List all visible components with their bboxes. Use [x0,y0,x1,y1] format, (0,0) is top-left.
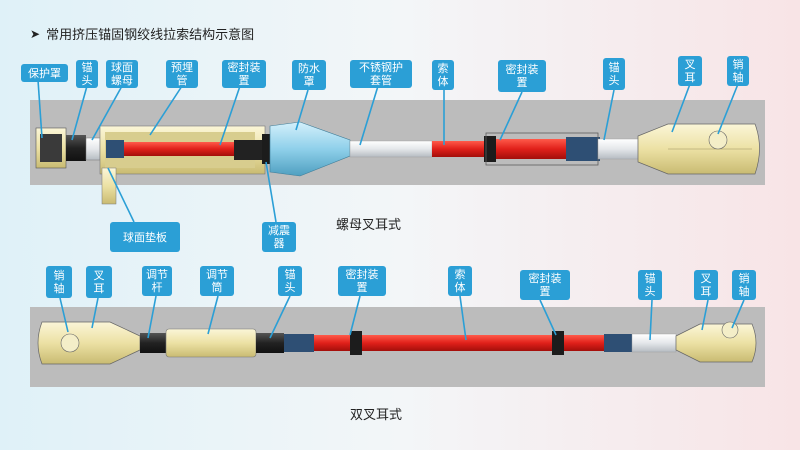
cable-body-bottom-shape [362,335,552,351]
label-fork-ear-right: 叉 耳 [694,270,718,300]
seal-right-shape [552,331,564,355]
label-pin: 销 轴 [727,56,749,86]
label-anchor-head-left: 锚 头 [278,266,302,296]
label-anchor-head: 锚 头 [76,60,98,88]
anchor-head-left-shape [256,333,284,353]
seal-shape-right [496,139,566,159]
pin-shape [708,130,728,150]
label-waterproof-cover: 防水 罩 [292,60,326,90]
top-cable-assembly [35,121,760,205]
label-seal: 密封装 置 [222,60,266,88]
label-ball-washer: 球面垫板 [110,222,180,252]
label-protective-cover: 保护罩 [21,64,68,82]
label-damper: 减震 器 [262,222,296,252]
page-title-row: ➤ 常用挤压锚固钢绞线拉索结构示意图 [30,24,255,44]
anchor-head-shape [66,135,86,161]
pin-left-shape [60,333,80,353]
label-pin-right: 销 轴 [732,270,756,300]
label-seal-right: 密封装 置 [520,270,570,300]
label-anchor-head-right: 锚 头 [638,270,662,300]
label-adjust-tube: 调节 筒 [200,266,234,296]
label-seal-left: 密封装 置 [338,266,386,296]
top-leader-lines [37,79,739,223]
label-ball-nut: 球面 螺母 [106,60,138,88]
label-seal-2: 密封装 置 [498,60,546,92]
stainless-sleeve-shape [349,140,433,158]
fork-ear-left-shape [37,321,141,365]
label-embedded-pipe: 预埋 管 [166,60,198,88]
adjust-tube-shape [165,328,257,358]
bottom-diagram-caption: 双叉耳式 [350,408,403,423]
ball-nut-shape [85,137,101,161]
label-cable-body-bottom: 索 体 [448,266,472,296]
cable-body-shape [432,141,484,157]
label-cable-body: 索 体 [432,60,454,90]
label-anchor-head-2: 锚 头 [603,58,625,90]
pin-right-shape [721,321,739,339]
adjust-rod-shape [140,333,166,353]
waterproof-cover-shape [269,121,351,177]
label-fork-ear-left: 叉 耳 [86,266,112,298]
title-bullet-icon: ➤ [30,26,41,41]
anchor-head-right-shape [597,138,639,160]
seal-left-shape [350,331,362,355]
anchor-head-right-bottom-shape [631,333,677,353]
label-adjust-rod: 调节 杆 [142,266,172,296]
ball-washer-shape [101,167,117,205]
label-fork-ear: 叉 耳 [678,56,702,86]
page-title: 常用挤压锚固钢绞线拉索结构示意图 [46,28,255,43]
label-stainless-sleeve: 不锈钢护 套管 [350,60,412,88]
fork-ear-right-shape [675,323,757,363]
top-diagram-caption: 螺母叉耳式 [336,218,402,233]
bottom-cable-assembly [37,321,757,365]
bottom-leader-lines [59,295,745,341]
label-pin-left: 销 轴 [46,266,72,298]
